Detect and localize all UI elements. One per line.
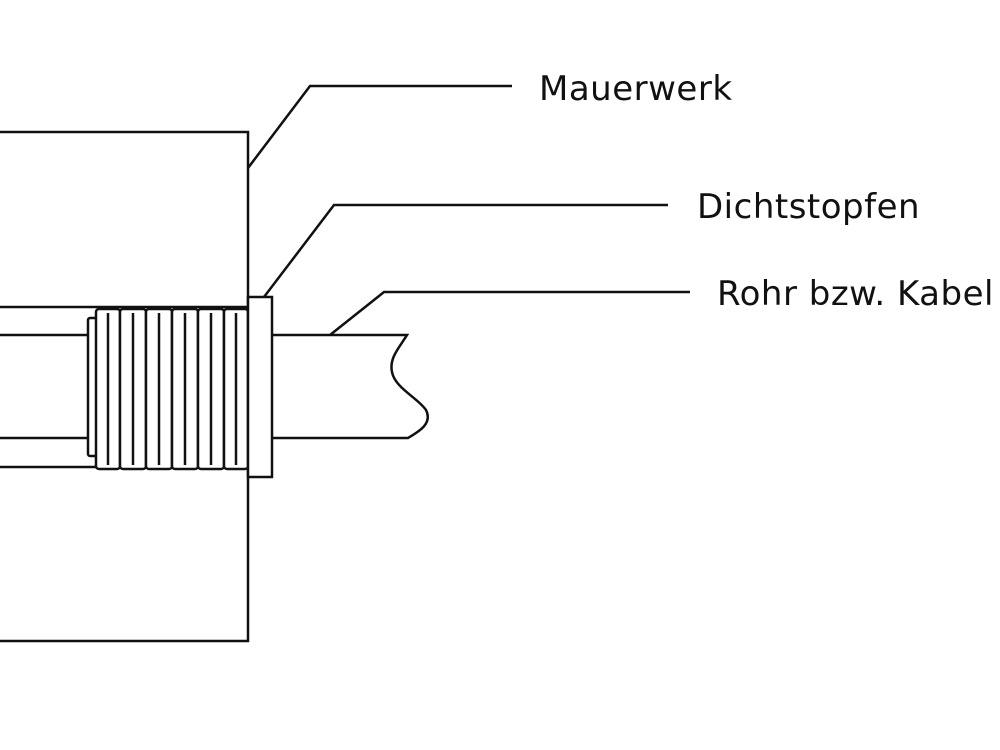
label-plug: Dichtstopfen — [697, 187, 920, 227]
plug-flange — [246, 295, 274, 479]
pipe-outside — [272, 333, 429, 440]
leader-pipe — [329, 290, 690, 336]
plug-ribs — [86, 307, 250, 471]
leader-masonry — [247, 84, 512, 169]
label-pipe: Rohr bzw. Kabel — [717, 274, 994, 314]
label-masonry: Mauerwerk — [539, 69, 733, 109]
leader-plug — [263, 203, 668, 298]
